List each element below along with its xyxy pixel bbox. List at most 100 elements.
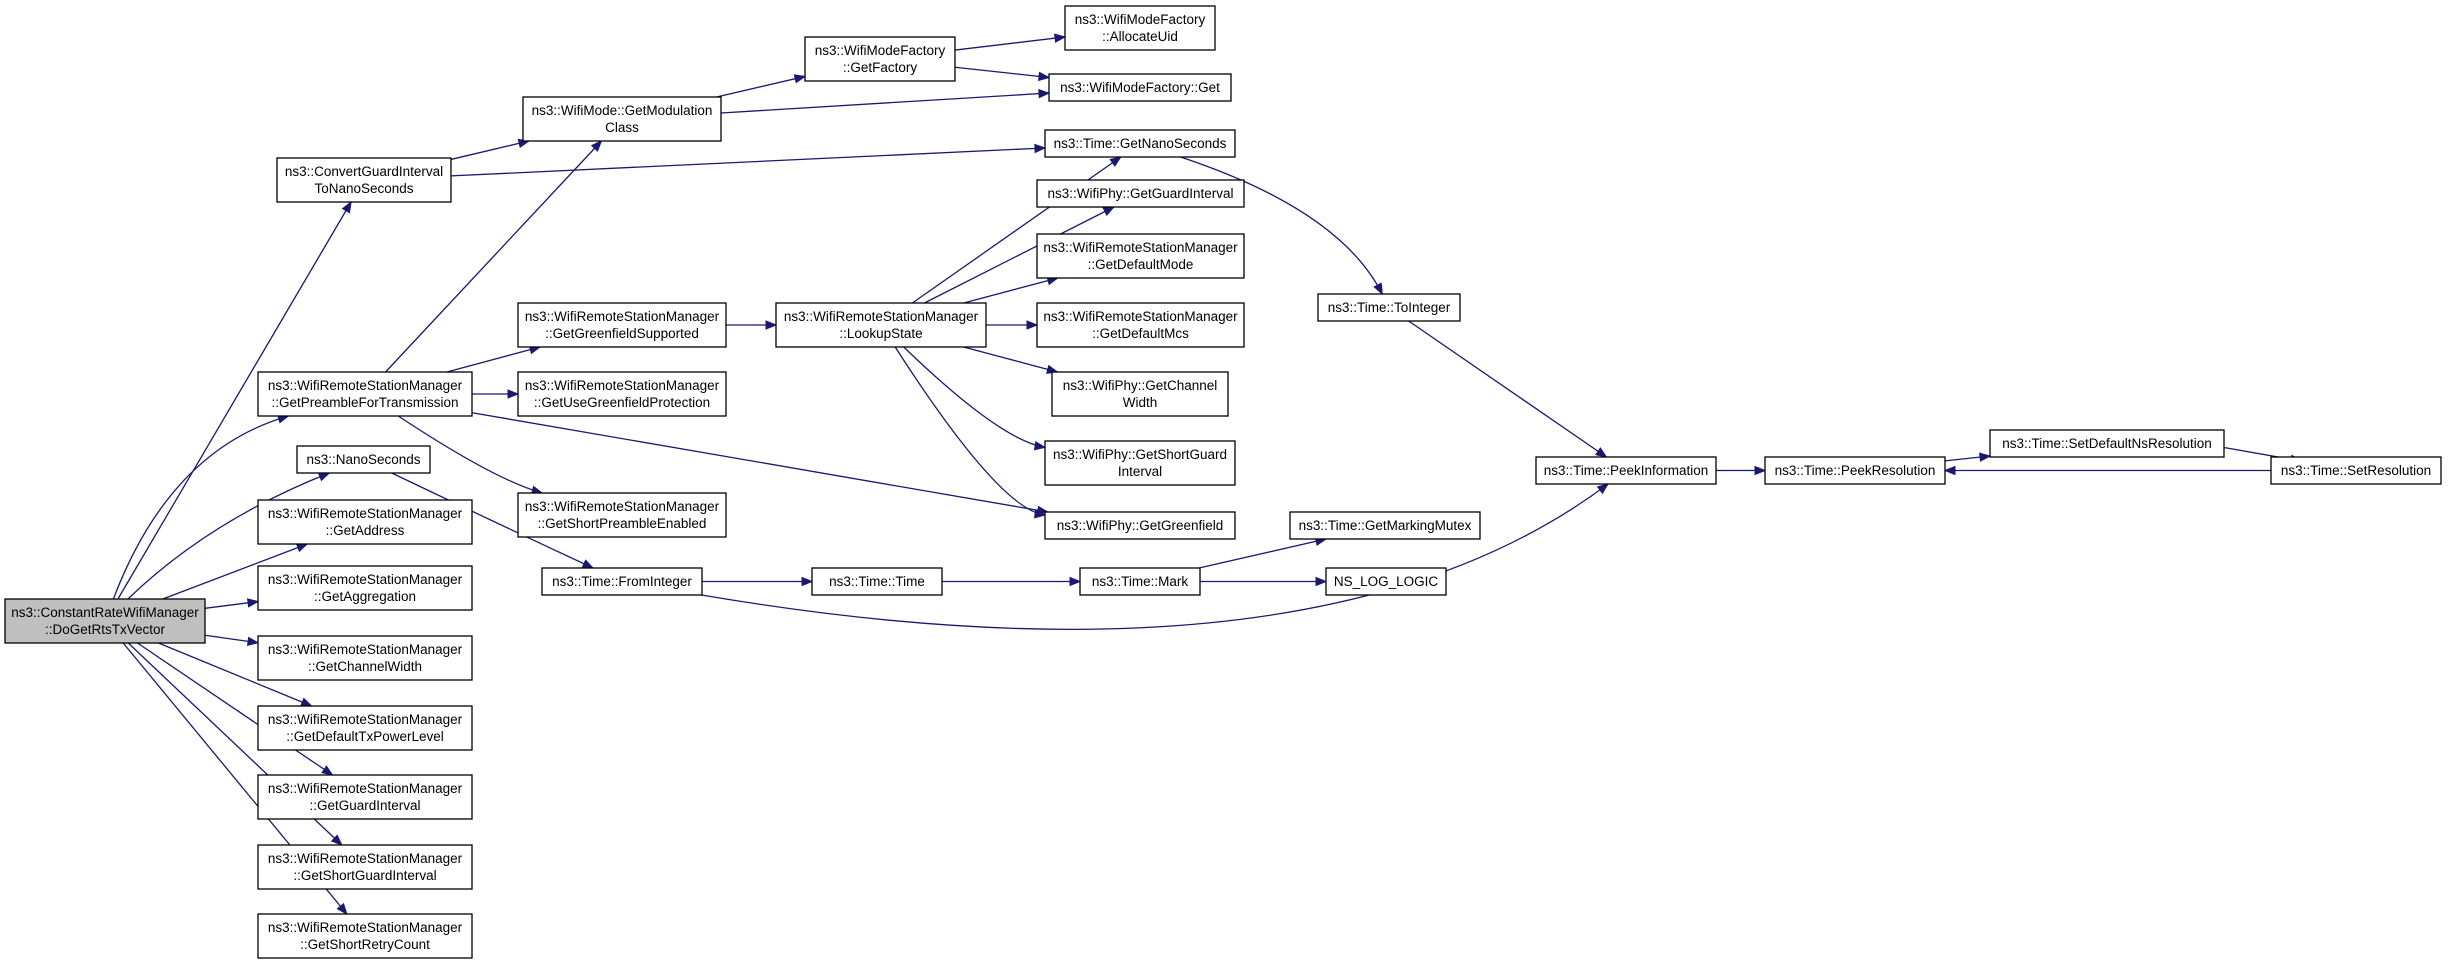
- node-label: ns3::WifiRemoteStationManager: [268, 712, 463, 727]
- node-label: ns3::Time::FromInteger: [552, 574, 692, 589]
- node-box: [296, 445, 431, 474]
- node-box: [1036, 302, 1245, 348]
- node-psgi[interactable]: ns3::WifiPhy::GetShortGuardInterval: [1044, 440, 1236, 486]
- edge-arrowhead: [246, 598, 260, 608]
- node-label: ns3::Time::Mark: [1092, 574, 1189, 589]
- node-gfac[interactable]: ns3::WifiModeFactory::GetFactory: [804, 36, 956, 82]
- node-dtpl[interactable]: ns3::WifiRemoteStationManager::GetDefaul…: [257, 705, 473, 751]
- node-box: [811, 567, 943, 596]
- node-sdnr[interactable]: ns3::Time::SetDefaultNsResolution: [1989, 429, 2225, 458]
- node-box: [4, 598, 206, 644]
- node-mark[interactable]: ns3::Time::Mark: [1079, 567, 1201, 596]
- edge-gfac-to-mfget: [954, 66, 1051, 82]
- edge-line: [924, 206, 1115, 304]
- node-label: Width: [1123, 395, 1158, 410]
- node-label: ns3::Time::ToInteger: [1328, 300, 1451, 315]
- node-label: NS_LOG_LOGIC: [1334, 574, 1439, 589]
- edge-line: [903, 346, 1046, 449]
- node-box: [1036, 179, 1245, 208]
- node-box: [517, 371, 727, 417]
- node-spe[interactable]: ns3::WifiRemoteStationManager::GetShortP…: [517, 492, 727, 538]
- edge-arrowhead: [1054, 33, 1067, 43]
- node-label: ns3::NanoSeconds: [306, 452, 420, 467]
- node-label: ns3::WifiRemoteStationManager: [525, 499, 720, 514]
- edge-line: [112, 415, 289, 600]
- edge-arrowhead: [330, 834, 343, 846]
- node-ugp[interactable]: ns3::WifiRemoteStationManager::GetUseGre…: [517, 371, 727, 417]
- node-box: [1989, 429, 2225, 458]
- edge-arrowhead: [295, 543, 309, 553]
- edge-root-to-chw: [204, 634, 260, 646]
- node-layer: ns3::ConstantRateWifiManager::DoGetRtsTx…: [4, 5, 2442, 959]
- node-pgf[interactable]: ns3::WifiPhy::GetGreenfield: [1044, 511, 1236, 540]
- node-pchw[interactable]: ns3::WifiPhy::GetChannelWidth: [1051, 371, 1229, 417]
- node-aggr[interactable]: ns3::WifiRemoteStationManager::GetAggreg…: [257, 565, 473, 611]
- node-fint[interactable]: ns3::Time::FromInteger: [541, 567, 703, 596]
- node-sgi[interactable]: ns3::WifiRemoteStationManager::GetShortG…: [257, 844, 473, 890]
- edge-arrowhead: [321, 765, 334, 776]
- node-sres[interactable]: ns3::Time::SetResolution: [2270, 456, 2442, 485]
- node-label: ns3::WifiRemoteStationManager: [268, 851, 463, 866]
- node-gns[interactable]: ns3::Time::GetNanoSeconds: [1044, 129, 1236, 158]
- node-label: ::GetGreenfieldSupported: [545, 326, 699, 341]
- edge-arrowhead: [1102, 206, 1116, 216]
- node-pgi[interactable]: ns3::WifiPhy::GetGuardInterval: [1036, 179, 1245, 208]
- node-auid[interactable]: ns3::WifiModeFactory::AllocateUid: [1064, 5, 1216, 51]
- node-time[interactable]: ns3::Time::Time: [811, 567, 943, 596]
- node-label: ::GetUseGreenfieldProtection: [534, 395, 710, 410]
- node-label: ::GetChannelWidth: [308, 659, 422, 674]
- edge-arrowhead: [1033, 441, 1047, 451]
- node-pft[interactable]: ns3::WifiRemoteStationManager::GetPreamb…: [257, 371, 473, 417]
- node-label: ::DoGetRtsTxVector: [45, 622, 166, 637]
- node-src[interactable]: ns3::WifiRemoteStationManager::GetShortR…: [257, 913, 473, 959]
- edge-line: [954, 66, 1050, 79]
- node-box: [1044, 129, 1236, 158]
- node-label: ns3::WifiPhy::GetShortGuard: [1053, 447, 1227, 462]
- node-toint[interactable]: ns3::Time::ToInteger: [1317, 293, 1461, 322]
- node-pinf[interactable]: ns3::Time::PeekInformation: [1535, 456, 1717, 485]
- node-label: ns3::WifiRemoteStationManager: [525, 378, 720, 393]
- node-nll[interactable]: NS_LOG_LOGIC: [1325, 567, 1447, 596]
- node-box: [1079, 567, 1201, 596]
- node-addr[interactable]: ns3::WifiRemoteStationManager::GetAddres…: [257, 499, 473, 545]
- node-mfget[interactable]: ns3::WifiModeFactory::Get: [1048, 73, 1232, 102]
- node-box: [541, 567, 703, 596]
- edge-line: [894, 346, 1046, 516]
- edge-arrowhead: [1026, 320, 1039, 330]
- node-label: ns3::WifiPhy::GetGreenfield: [1057, 518, 1224, 533]
- node-ggs[interactable]: ns3::WifiRemoteStationManager::GetGreenf…: [517, 302, 727, 348]
- edge-line: [954, 36, 1066, 51]
- node-gmm[interactable]: ns3::Time::GetMarkingMutex: [1289, 511, 1481, 540]
- edge-gns-to-toint: [1180, 156, 1383, 296]
- edge-cgi-to-gns: [450, 143, 1047, 177]
- node-box: [1036, 233, 1245, 279]
- edge-arrowhead: [246, 636, 260, 646]
- node-label: ns3::Time::Time: [829, 574, 925, 589]
- node-label: ns3::WifiRemoteStationManager: [268, 642, 463, 657]
- node-chw[interactable]: ns3::WifiRemoteStationManager::GetChanne…: [257, 635, 473, 681]
- node-label: ::GetGuardInterval: [309, 798, 420, 813]
- edge-line: [450, 140, 530, 161]
- node-label: Interval: [1118, 464, 1162, 479]
- node-pres[interactable]: ns3::Time::PeekResolution: [1764, 456, 1946, 485]
- edge-line: [1180, 156, 1383, 295]
- edge-pft-to-gmc: [385, 140, 603, 373]
- node-nano[interactable]: ns3::NanoSeconds: [296, 445, 431, 474]
- node-gi[interactable]: ns3::WifiRemoteStationManager::GetGuardI…: [257, 774, 473, 820]
- node-label: ns3::WifiRemoteStationManager: [268, 378, 463, 393]
- node-box: [257, 844, 473, 890]
- node-label: ns3::Time::GetMarkingMutex: [1299, 518, 1472, 533]
- node-box: [1325, 567, 1447, 596]
- node-label: ns3::Time::SetDefaultNsResolution: [2002, 436, 2212, 451]
- node-label: ns3::Time::PeekInformation: [1544, 463, 1709, 478]
- node-gdmcs[interactable]: ns3::WifiRemoteStationManager::GetDefaul…: [1036, 302, 1245, 348]
- node-label: ns3::Time::PeekResolution: [1775, 463, 1936, 478]
- edge-line: [912, 156, 1122, 304]
- node-gdm[interactable]: ns3::WifiRemoteStationManager::GetDefaul…: [1036, 233, 1245, 279]
- node-lks[interactable]: ns3::WifiRemoteStationManager::LookupSta…: [775, 302, 987, 348]
- edge-line: [720, 92, 1050, 114]
- edge-arrowhead: [1034, 509, 1047, 519]
- edge-sres-to-pres: [1943, 465, 2271, 476]
